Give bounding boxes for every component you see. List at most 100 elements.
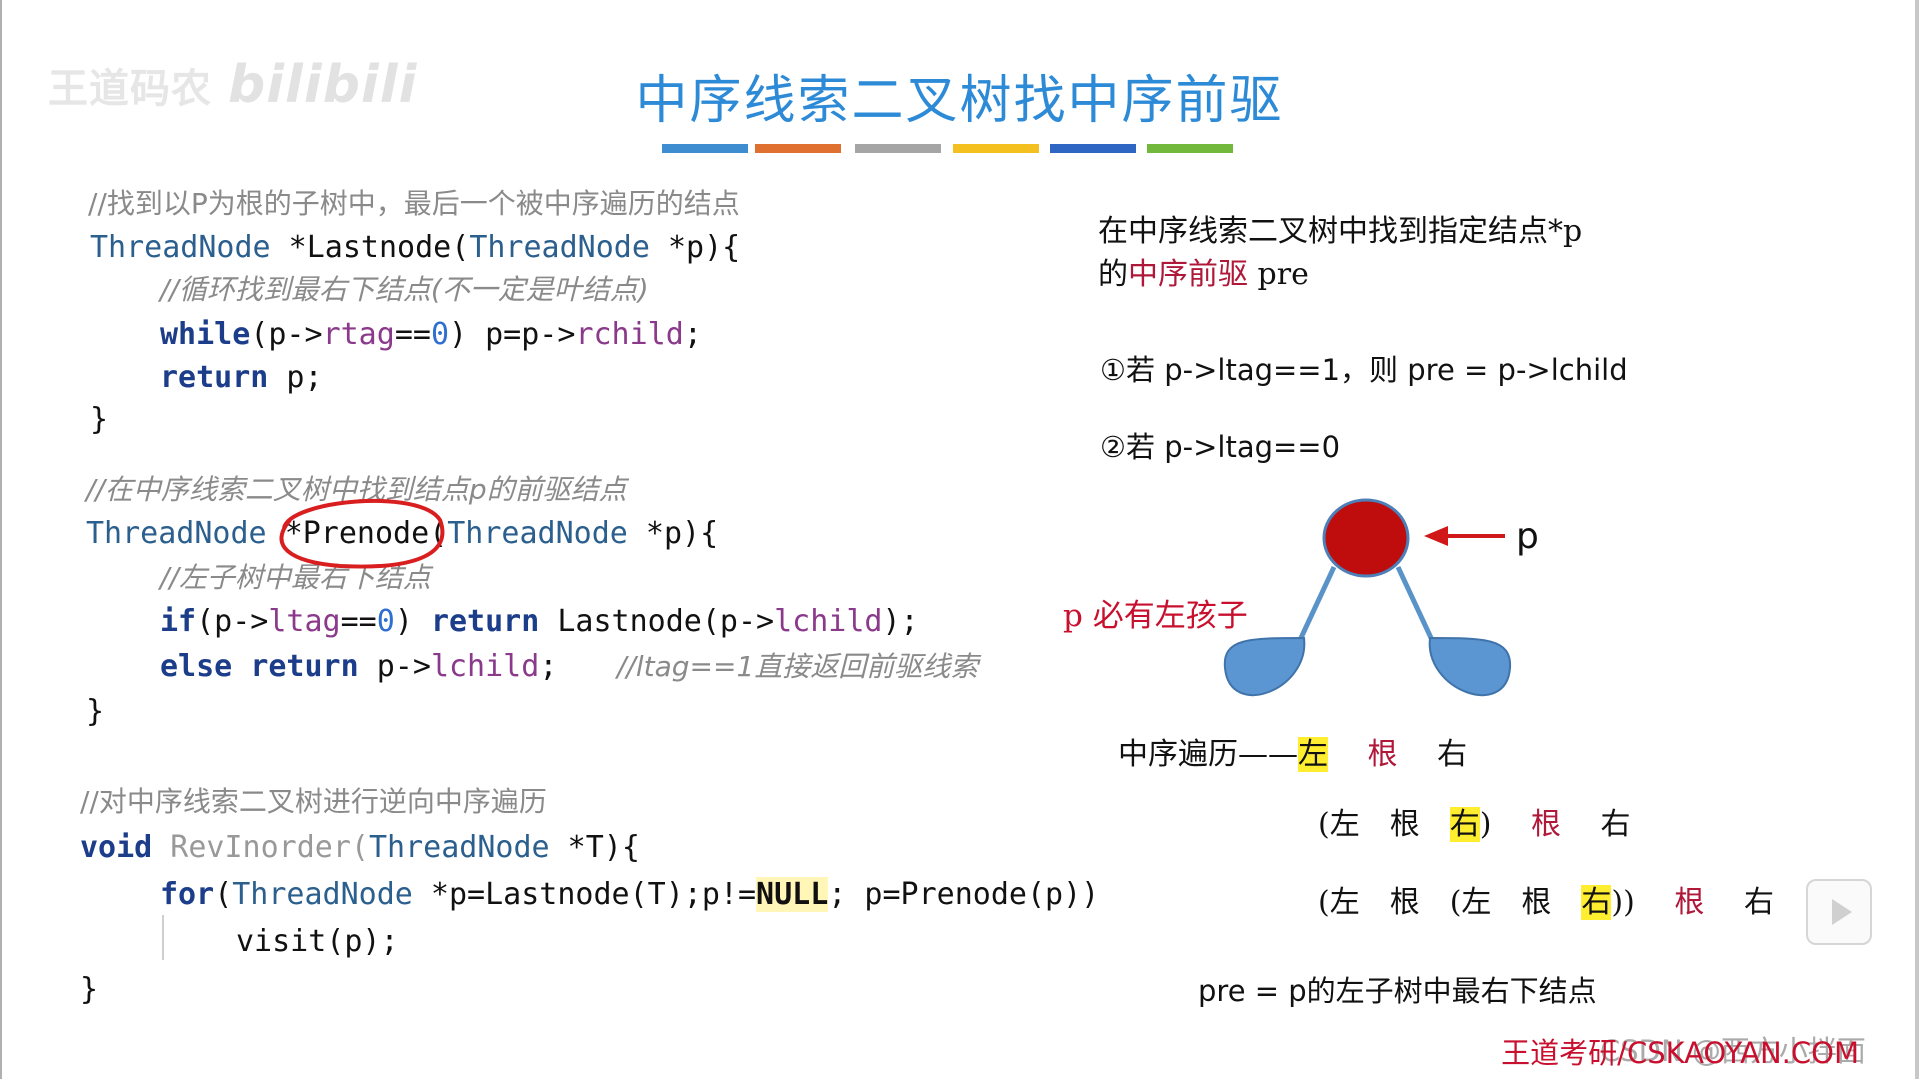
pointer-arrow-head [1424,526,1448,546]
code-fragment: (p-> [250,317,323,352]
code-line-for: for(ThreadNode *p=Lastnode(T);p!=NULL; p… [160,877,1099,913]
tree-edge-left [1297,565,1337,642]
pointer-p-label: p [1516,516,1539,557]
code-fragment: (p-> [196,604,269,639]
keyword: return [430,604,540,639]
site-footer: 王道考研/CSKAOYAN.COM [1501,1036,1859,1070]
code-fragment: ; [539,649,558,684]
code-fragment: ( [429,516,448,551]
type-keyword: ThreadNode [86,516,267,551]
type-keyword: ThreadNode [369,830,550,865]
play-button[interactable] [1806,879,1872,945]
code-fragment: ( [214,877,233,912]
root-node-p [1322,498,1410,578]
row-text: (左 根 (左 根 [1318,885,1582,920]
keyword: void [80,830,153,865]
type-keyword: ThreadNode [447,516,628,551]
code-fragment: ); [882,604,919,639]
code-line-close-brace-3: } [80,972,99,1007]
highlight-left: 左 [1298,737,1328,772]
row-text: 右 [1437,737,1468,772]
keyword: while [160,317,251,352]
right-subtree-shape [1428,636,1512,697]
field-name: rtag [322,317,395,352]
csdn-watermark: CSDN @西方小拌面 [1600,1034,1866,1068]
code-line-lastnode-signature: ThreadNode *Lastnode(ThreadNode *p){ [90,230,740,266]
code-fragment: *T){ [549,830,640,865]
type-keyword: ThreadNode [232,877,413,912]
keyword: for [160,877,215,912]
traversal-row-3: (左 根 (左 根 右)) 根 右 [1318,884,1774,922]
code-comment-1: //找到以P为根的子树中，最后一个被中序遍历的结点 [88,187,740,220]
rule-1: ①若 p->ltag==1，则 pre = p->lchild [1100,353,1628,387]
code-fragment: ) p=p-> [449,317,576,352]
code-comment-2: //循环找到最右下结点(不一定是叶结点) [160,273,649,306]
code-line-while: while(p->rtag==0) p=p->rchild; [160,317,702,353]
bilibili-logo: bilibili [228,55,418,115]
desc-highlight: 中序前驱 [1128,257,1248,292]
color-bar-6 [1147,144,1233,153]
root-word: 根 [1367,737,1398,772]
code-comment-4: //左子树中最右下结点 [160,561,431,594]
code-fragment: p; [268,360,323,395]
color-bar-5 [1050,144,1136,153]
description-line-2: 的中序前驱 pre [1098,256,1309,294]
null-keyword: NULL [756,877,829,912]
keyword: return [160,360,269,395]
code-line-return: return p; [160,360,323,396]
code-fragment: ; p=Prenode(p)) [828,877,1100,912]
field-name: rchild [575,317,684,352]
description-line-1: 在中序线索二叉树中找到指定结点*p [1098,214,1583,249]
highlight-right: 右 [1449,807,1480,842]
rule-2: ②若 p->ltag==0 [1100,430,1341,464]
type-keyword: ThreadNode [469,230,650,265]
code-line-else: else return p->lchild; [160,649,557,685]
color-bar-4 [953,144,1039,153]
row-text: 中序遍历—— [1118,737,1298,772]
code-fragment: ; [683,317,702,352]
tree-edge-right [1395,565,1435,642]
desc-text: pre [1248,257,1309,292]
code-fragment: ) [394,604,431,639]
code-fragment: == [340,604,377,639]
desc-text: 的 [1098,257,1128,292]
keyword: else [160,649,233,684]
row-text: 右 [1743,885,1774,920]
code-line-revinorder-signature: void RevInorder(ThreadNode *T){ [80,830,640,866]
code-comment-5: //对中序线索二叉树进行逆向中序遍历 [80,785,547,818]
conclusion-text: pre = p的左子树中最右下结点 [1198,974,1597,1008]
color-bar-2 [755,144,841,153]
code-fragment: Lastnode(p-> [539,604,775,639]
code-inline-comment: //ltag==1直接返回前驱线索 [617,650,979,683]
code-comment-3: //在中序线索二叉树中找到结点p的前驱结点 [86,473,627,506]
right-frame-border [1915,0,1919,1079]
code-fragment: p-> [358,649,431,684]
code-fragment: == [394,317,431,352]
left-child-note: p 必有左孩子 [1063,598,1248,634]
code-line-close-brace: } [90,402,109,437]
field-name: lchild [430,649,540,684]
highlight-right: 右 [1581,885,1612,920]
color-bar-1 [662,144,748,153]
row-text: )) [1611,885,1635,920]
number-literal: 0 [376,604,395,639]
bilibili-watermark: 王道码农 bilibili [48,55,417,115]
function-name: RevInorder( [152,830,369,865]
traversal-row-1: 中序遍历——左 根 右 [1118,736,1467,774]
row-text: (左 根 [1318,807,1450,842]
code-fragment: *p){ [649,230,741,265]
watermark-text: 王道码农 [48,66,212,112]
keyword: if [160,604,197,639]
row-text: ) [1479,807,1492,842]
code-line-visit: visit(p); [236,924,399,959]
traversal-row-2: (左 根 右) 根 右 [1318,806,1631,844]
field-name: lchild [774,604,883,639]
color-bar-3 [855,144,941,153]
number-literal: 0 [430,317,449,352]
code-line-close-brace-2: } [86,694,105,729]
field-name: ltag [268,604,341,639]
keyword: return [250,649,359,684]
code-line-if: if(p->ltag==0) return Lastnode(p->lchild… [160,604,919,640]
left-subtree-shape [1223,636,1306,697]
row-text: 右 [1600,807,1631,842]
